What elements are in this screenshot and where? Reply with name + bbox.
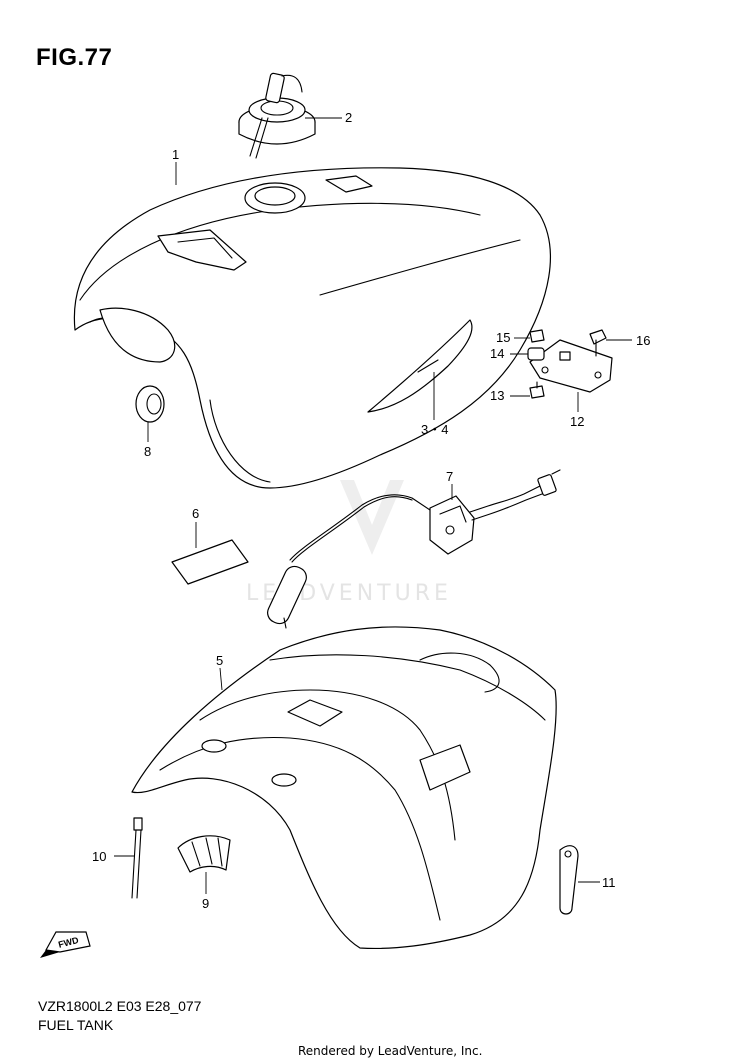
part-cushion-14[interactable] <box>527 347 545 361</box>
part-cable-tie[interactable] <box>131 817 143 899</box>
part-label-sheet[interactable] <box>171 539 249 585</box>
part-nut-15[interactable] <box>529 329 545 343</box>
part-tank-cover[interactable] <box>131 626 557 950</box>
part-fuel-tank[interactable] <box>73 167 551 489</box>
callout-6: 6 <box>192 506 199 521</box>
callout-12: 12 <box>570 414 584 429</box>
callout-16: 16 <box>636 333 650 348</box>
callout-3-4: 3・4 <box>421 422 448 437</box>
callout-13: 13 <box>490 388 504 403</box>
callout-9: 9 <box>202 896 209 911</box>
watermark-logo-icon <box>340 480 404 555</box>
section-title: FUEL TANK <box>38 1017 114 1033</box>
part-grommet[interactable] <box>135 385 165 423</box>
callout-8: 8 <box>144 444 151 459</box>
callout-labels: 1 2 3・4 5 6 7 8 9 10 11 12 13 14 15 16 <box>92 110 650 911</box>
part-strap[interactable] <box>559 845 579 915</box>
model-code: VZR1800L2 E03 E28_077 <box>38 998 202 1014</box>
callout-15: 15 <box>496 330 510 345</box>
callout-5: 5 <box>216 653 223 668</box>
part-bolt-16[interactable] <box>589 329 607 357</box>
callout-10: 10 <box>92 849 106 864</box>
watermark: LEADVENTURE <box>246 480 448 606</box>
callout-2: 2 <box>345 110 352 125</box>
leader-lines <box>114 117 632 894</box>
part-damper[interactable] <box>177 835 231 873</box>
part-screw-13[interactable] <box>529 381 545 399</box>
callout-14: 14 <box>490 346 504 361</box>
part-fuel-gauge[interactable] <box>264 469 561 629</box>
part-fuel-cap[interactable] <box>238 72 316 159</box>
render-credit: Rendered by LeadVenture, Inc. <box>298 1044 483 1058</box>
fwd-arrow: FWD <box>40 931 91 958</box>
part-bracket[interactable] <box>529 339 613 393</box>
figure-title: FIG.77 <box>36 44 113 71</box>
callout-1: 1 <box>172 147 179 162</box>
callout-11: 11 <box>602 875 616 890</box>
callout-7: 7 <box>446 469 453 484</box>
